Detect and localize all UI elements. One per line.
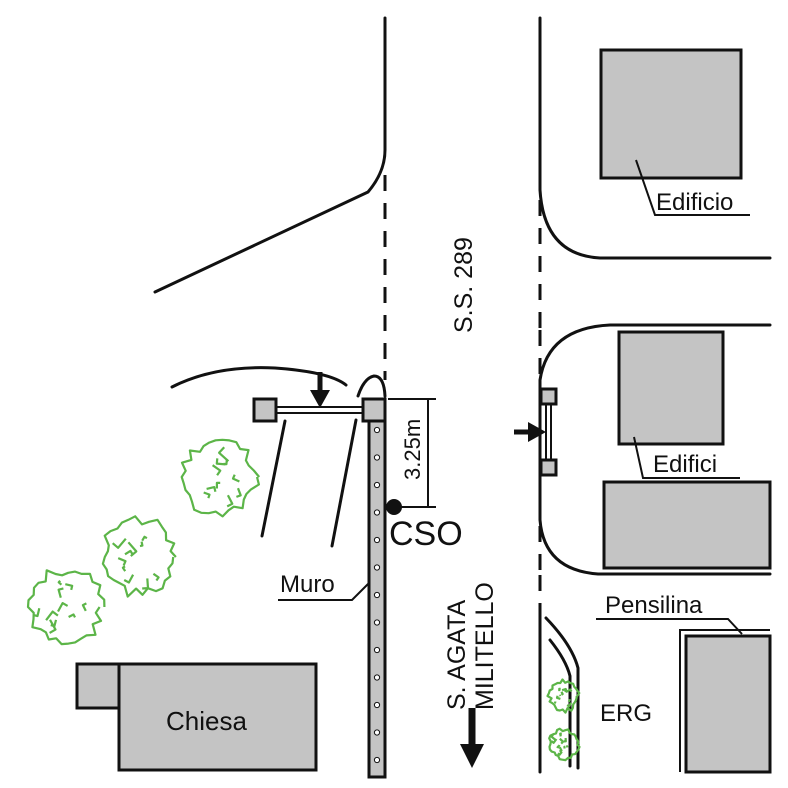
tree-icon — [548, 727, 581, 762]
wall-post-dot — [373, 674, 381, 681]
building-edifici-top — [617, 330, 725, 446]
left-road-edge — [153, 16, 387, 398]
wall-post-dot — [373, 701, 381, 709]
wall-post-dot — [373, 564, 381, 571]
tree-icon — [101, 515, 177, 598]
wall-post-dot — [373, 756, 381, 764]
label-erg: ERG — [600, 700, 652, 727]
edificio-leader — [635, 159, 750, 216]
building-edifici-bottom — [602, 480, 772, 570]
right-road-edge — [538, 16, 772, 774]
wall-post-dot — [373, 536, 381, 544]
muro-wall — [367, 419, 387, 779]
pensilina-roof-line — [679, 629, 770, 772]
direction-arrow-icon — [460, 708, 484, 768]
edifici-leader — [633, 436, 740, 479]
label-distance: 3.25m — [400, 419, 425, 480]
wall-post-dot — [373, 481, 381, 489]
wall-post-dot — [373, 454, 381, 461]
wall-post-dot — [373, 729, 381, 736]
label-direction-line2: MILITELLO — [471, 582, 499, 710]
building-edificio — [599, 48, 743, 180]
wall-post-dot — [373, 646, 381, 654]
label-road: S.S. 289 — [450, 237, 478, 333]
wall-line-left — [260, 419, 287, 538]
tree-icon — [26, 569, 106, 646]
tree-icon — [546, 678, 581, 714]
label-chiesa: Chiesa — [166, 706, 247, 736]
label-edificio: Edificio — [656, 189, 733, 216]
wall-post-dot — [373, 619, 381, 626]
arrow-down-icon — [310, 372, 330, 408]
building-pensilina — [684, 634, 772, 774]
label-pensilina: Pensilina — [605, 592, 703, 619]
label-muro: Muro — [280, 571, 335, 598]
wall-line-right — [330, 418, 358, 548]
trees — [26, 438, 581, 762]
wall-post-dot — [373, 591, 381, 599]
pensilina-leader — [596, 618, 743, 635]
wall-post-dot — [373, 509, 381, 516]
wall-post-dot — [373, 426, 381, 434]
cso-dot-icon — [386, 499, 402, 515]
label-cso: CSO — [389, 515, 463, 553]
arrow-right-icon — [514, 422, 546, 442]
tree-icon — [180, 438, 261, 518]
label-direction-line1: S. AGATA — [443, 599, 471, 710]
label-edifici: Edifici — [653, 451, 717, 478]
building-chiesa — [117, 662, 318, 772]
building-chiesa-annex — [75, 662, 123, 710]
muro-leader — [278, 579, 373, 601]
